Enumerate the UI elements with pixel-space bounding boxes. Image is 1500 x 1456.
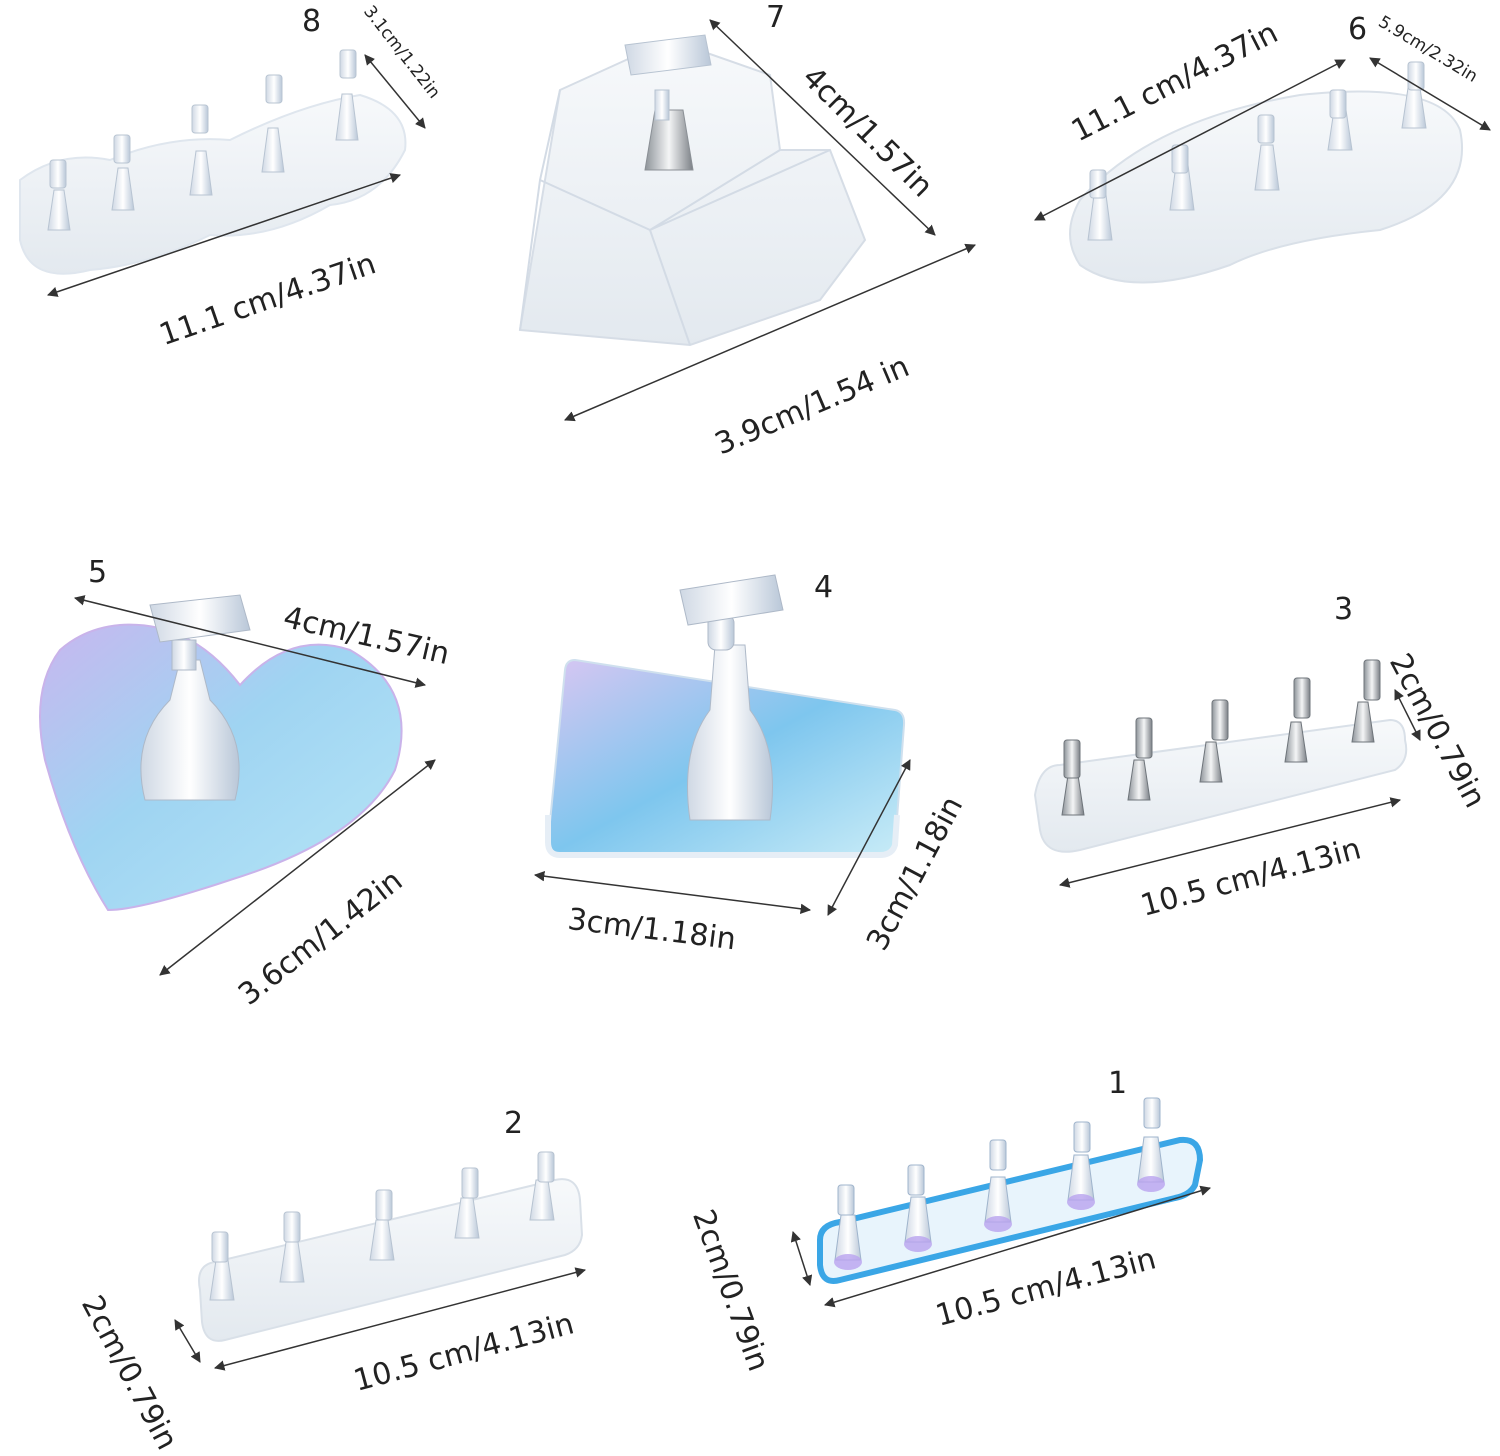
product-number-2: 2 <box>504 1106 524 1141</box>
dimension-lines-8 <box>47 54 426 297</box>
product-number-8: 8 <box>302 4 322 39</box>
dimension-lines-4 <box>533 759 911 916</box>
product-number-7: 7 <box>766 0 786 35</box>
product-number-6: 6 <box>1348 12 1368 47</box>
dimension-lines-2 <box>174 1267 587 1371</box>
dimension-lines-7 <box>564 19 976 422</box>
product-number-5: 5 <box>88 555 108 590</box>
dimension-lines-5 <box>73 595 436 976</box>
stand-4 <box>545 574 906 858</box>
product-number-4: 4 <box>814 570 834 605</box>
dimension-lines-1 <box>790 1185 1212 1308</box>
product-number-1: 1 <box>1108 1066 1128 1101</box>
dimension-lines-6 <box>1034 57 1491 221</box>
dimension-lines-3 <box>1058 689 1421 888</box>
product-number-3: 3 <box>1334 592 1354 627</box>
stand-3 <box>1033 659 1408 853</box>
stand-8 <box>19 49 407 275</box>
stand-2 <box>198 1151 584 1342</box>
